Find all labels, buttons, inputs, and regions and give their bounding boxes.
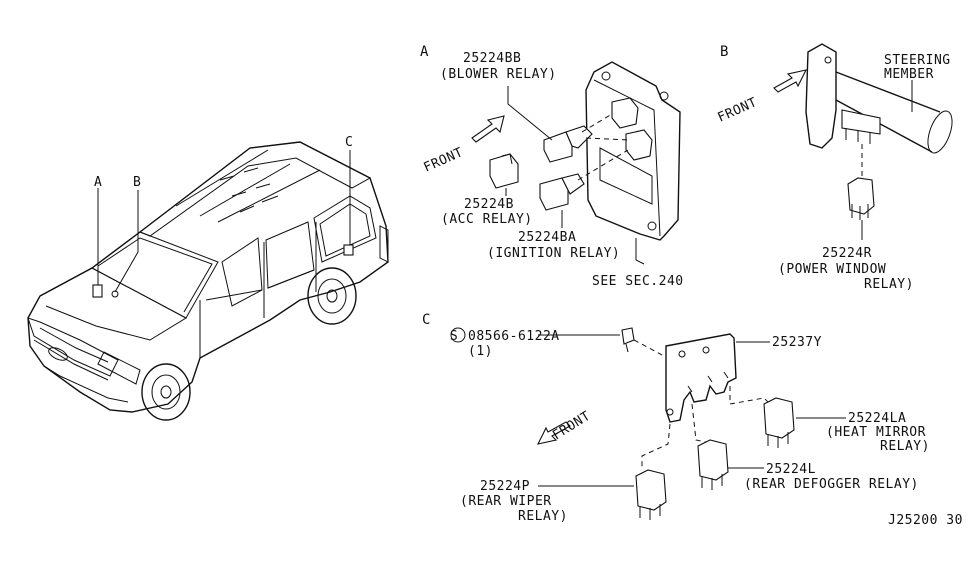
callout-c: C <box>345 135 353 150</box>
rear-wiper-relay-line2: RELAY) <box>518 509 568 524</box>
ignition-relay-part: 25224BA <box>518 230 576 245</box>
section-b-drawing <box>773 43 953 240</box>
blower-relay-name: (BLOWER RELAY) <box>440 67 557 82</box>
rear-wiper-relay-line1: (REAR WIPER <box>460 494 552 509</box>
section-c-drawing <box>450 327 846 520</box>
section-b-letter: B <box>720 44 728 60</box>
blower-relay-part: 25224BB <box>463 51 521 66</box>
bolt-qty: (1) <box>468 344 493 359</box>
section-b-front: FRONT <box>716 95 760 126</box>
rear-wiper-relay-part: 25224P <box>480 479 530 494</box>
power-window-relay-part: 25224R <box>822 246 872 261</box>
steering-label-2: MEMBER <box>884 67 934 82</box>
power-window-relay-line1: (POWER WINDOW <box>778 262 886 277</box>
bracket-part: 25237Y <box>772 335 822 350</box>
callout-b: B <box>133 175 141 190</box>
see-sec-240: SEE SEC.240 <box>592 274 684 289</box>
heat-mirror-relay-line2: RELAY) <box>880 439 930 454</box>
section-c-letter: C <box>422 312 430 328</box>
ignition-relay-name: (IGNITION RELAY) <box>487 246 620 261</box>
section-a-letter: A <box>420 44 429 60</box>
steering-label-1: STEERING <box>884 53 951 68</box>
bolt-part: 08566-6122A <box>468 329 560 344</box>
rear-defogger-relay-name: (REAR DEFOGGER RELAY) <box>744 477 919 492</box>
vehicle-illustration <box>27 141 389 421</box>
rear-defogger-relay-part: 25224L <box>766 462 816 477</box>
section-a-front: FRONT <box>422 145 466 176</box>
section-a-drawing <box>471 61 681 265</box>
section-c-front: FRONT <box>550 409 593 444</box>
diagram-id: J25200 30 <box>888 513 963 528</box>
heat-mirror-relay-part: 25224LA <box>848 411 906 426</box>
relay-marker-a <box>92 284 103 298</box>
callout-a: A <box>94 175 102 190</box>
heat-mirror-relay-line1: (HEAT MIRROR <box>826 425 926 440</box>
bolt-symbol-circle <box>450 327 466 343</box>
bolt-symbol: S <box>450 329 458 344</box>
power-window-relay-line2: RELAY) <box>864 277 914 292</box>
acc-relay-part: 25224B <box>464 197 514 212</box>
relay-marker-c <box>343 244 354 256</box>
acc-relay-name: (ACC RELAY) <box>441 212 533 227</box>
